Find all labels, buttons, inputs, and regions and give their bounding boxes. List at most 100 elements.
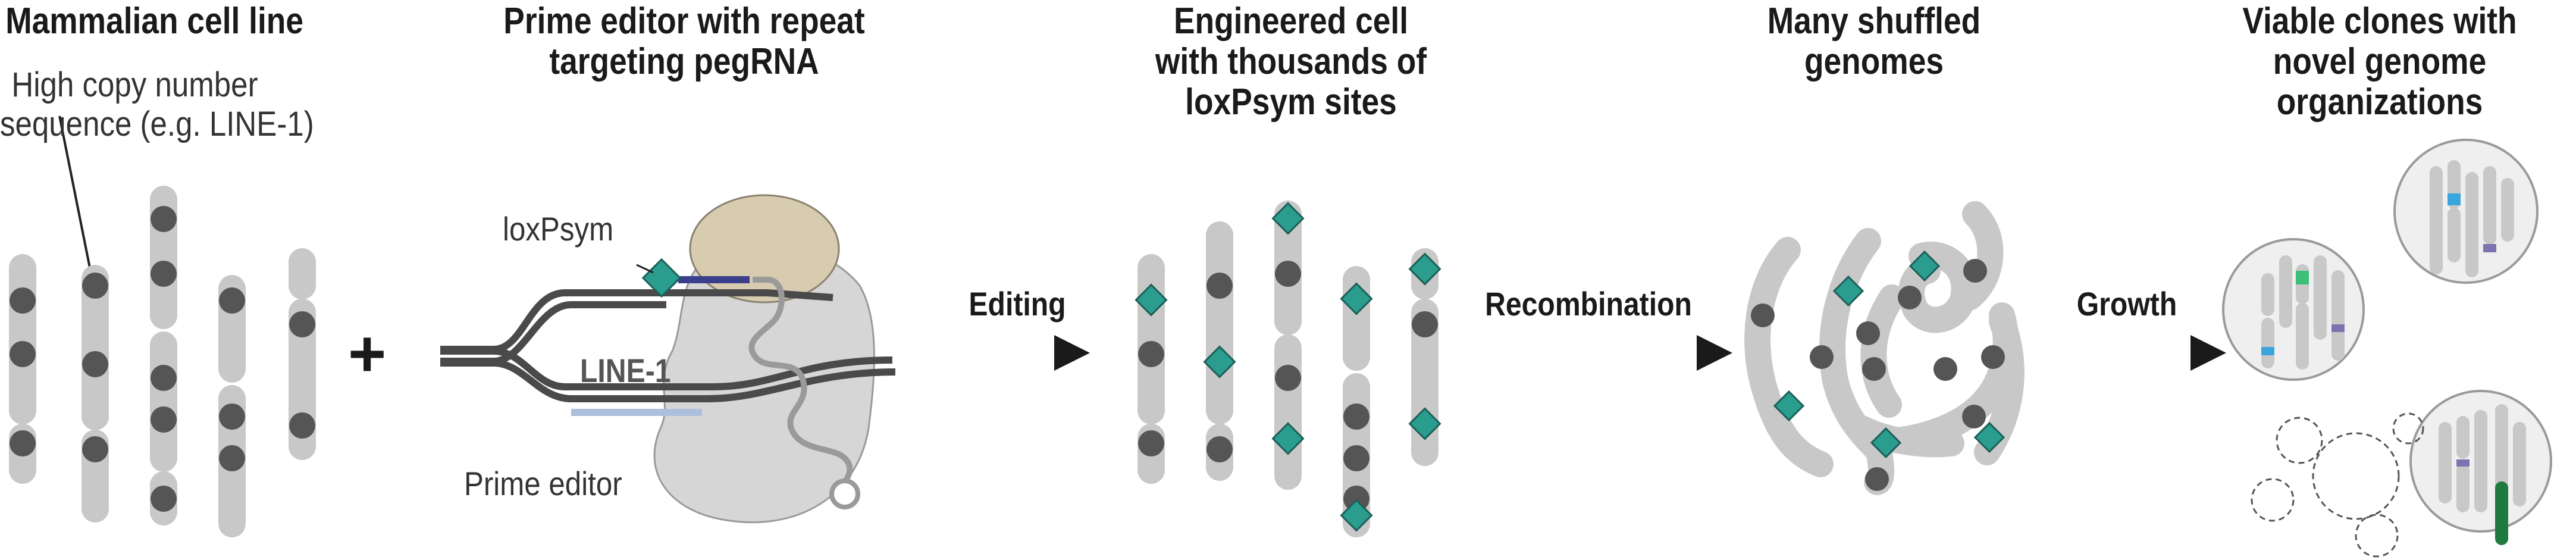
repeat-site-dot (1810, 345, 1834, 369)
header-mammalian-cell-line: Mammalian cell line (5, 1, 304, 42)
repeat-site-dot (1751, 304, 1775, 327)
loxpsym-diamond-icon (1203, 345, 1236, 378)
loxpsym-sites (1135, 202, 1441, 532)
loxpsym-diamond-icon (641, 258, 682, 298)
repeat-site-dot (10, 430, 36, 456)
repeat-site-dot (1343, 486, 1370, 512)
repeat-site-dot (219, 403, 245, 430)
pegrna-scaffold (748, 277, 853, 496)
repeat-site-dot (151, 206, 177, 232)
header-line: Many shuffled (1767, 1, 1981, 42)
non-viable-cell (2392, 412, 2424, 445)
annotation-high-copy: High copy number sequence (e.g. LINE-1) (0, 65, 314, 144)
dna-bottom-strand-2 (440, 359, 896, 402)
repeat-site-dot (151, 261, 177, 287)
repeat-site-dot (1856, 321, 1880, 345)
header-line: Mammalian cell line (5, 1, 304, 42)
non-viable-cell (2312, 432, 2400, 520)
reverse-transcriptase-domain (689, 194, 840, 304)
repeat-site-dot (1962, 405, 1986, 428)
repeat-site-dot (1275, 365, 1301, 391)
panel-viable-clones (2222, 139, 2552, 558)
repeat-site-dot (151, 486, 177, 512)
pegrna-loop (829, 478, 860, 509)
loxpsym-diamond-icon (1832, 275, 1864, 307)
loxpsym-diamond-icon (1870, 427, 1902, 459)
repeat-site-dot (82, 436, 108, 462)
non-viable-cell (2276, 417, 2323, 464)
plus-sign: + (348, 317, 387, 390)
panel-shuffled-genomes (1744, 201, 2025, 495)
repeat-site-dot (1963, 259, 1987, 283)
repeat-site-dots (1751, 259, 2005, 491)
annotation-leader-line (58, 115, 93, 280)
clone-chromosomes (2261, 255, 2345, 370)
header-line: genomes (1804, 41, 1944, 82)
header-engineered-cell: Engineered cell with thousands of loxPsy… (1081, 1, 1500, 123)
loxpsym-diamond-icon (1773, 390, 1805, 422)
header-line: Viable clones with (2242, 1, 2517, 42)
repeat-site-dot (1343, 445, 1370, 471)
repeat-site-dot (1138, 430, 1164, 456)
repeat-site-dot (289, 412, 315, 439)
step-editing: Editing (969, 285, 1066, 323)
repeat-site-dot (1898, 286, 1922, 309)
label-line1: LINE-1 (580, 352, 671, 389)
header-line: Prime editor with repeat (503, 1, 865, 42)
label-loxpsym: loxPsym (503, 210, 614, 248)
dna-bottom-strand (440, 348, 893, 390)
repeat-site-dot (82, 273, 108, 299)
header-line: with thousands of (1155, 41, 1427, 82)
step-recombination: Recombination (1485, 285, 1692, 323)
repeat-site-dot (151, 365, 177, 391)
repeat-site-dot (1343, 403, 1370, 430)
repeat-site-dots (1138, 261, 1438, 512)
loxpsym-diamond-icon (1271, 422, 1305, 455)
header-shuffled-genomes: Many shuffled genomes (1721, 1, 2027, 82)
repeat-site-dot (1933, 357, 1957, 381)
repeat-site-dot (82, 351, 108, 377)
repeat-site-dot (1862, 357, 1886, 381)
loxpsym-diamond-icon (1408, 407, 1441, 440)
panel-prime-editor (440, 194, 896, 524)
repeat-site-dot (1865, 467, 1889, 491)
repeat-site-dot (219, 445, 245, 471)
repeat-site-dot (10, 287, 36, 314)
annotation-line: sequence (e.g. LINE-1) (0, 105, 314, 143)
chromosome (9, 186, 316, 537)
header-line: novel genome (2273, 41, 2487, 82)
annotation-line: High copy number (11, 65, 258, 104)
repeat-site-dot (10, 341, 36, 367)
repeat-site-dot (1138, 341, 1164, 367)
header-line: organizations (2276, 82, 2483, 123)
clone-chromosomes (2430, 160, 2514, 277)
non-viable-cell (2251, 478, 2295, 522)
loxpsym-diamond-icon (1135, 283, 1168, 317)
loxpsym-diamond-icon (1271, 202, 1305, 235)
loxpsym-label-line (636, 264, 654, 274)
loxpsym-diamond-icon (1340, 282, 1373, 315)
step-growth: Growth (2076, 285, 2177, 323)
loxpsym-diamond-icon (1408, 252, 1441, 286)
dna-top-strand (440, 289, 833, 353)
loxpsym-diamond-icon (1973, 421, 2005, 453)
label-prime-editor: Prime editor (464, 465, 622, 502)
header-line: Engineered cell (1173, 1, 1409, 42)
repeat-site-dot (1981, 345, 2005, 369)
panel-engineered-cell (1135, 201, 1441, 537)
clone-cell (2222, 238, 2365, 381)
repeat-site-dot (1275, 261, 1301, 287)
loxpsym-sites (1773, 250, 2005, 459)
repeat-site-dot (151, 406, 177, 433)
repeat-site-dot (219, 287, 245, 314)
repeat-site-dots (10, 206, 315, 512)
repeat-site-dot (1206, 273, 1233, 299)
header-prime-editor: Prime editor with repeat targeting pegRN… (454, 1, 914, 82)
header-line: targeting pegRNA (549, 41, 819, 82)
non-viable-cell (2355, 514, 2399, 558)
header-viable-clones: Viable clones with novel genome organiza… (2216, 1, 2543, 123)
repeat-site-dot (289, 311, 315, 337)
loxpsym-diamond-icon (1909, 250, 1941, 282)
loxpsym-diamond-icon (1340, 499, 1373, 532)
